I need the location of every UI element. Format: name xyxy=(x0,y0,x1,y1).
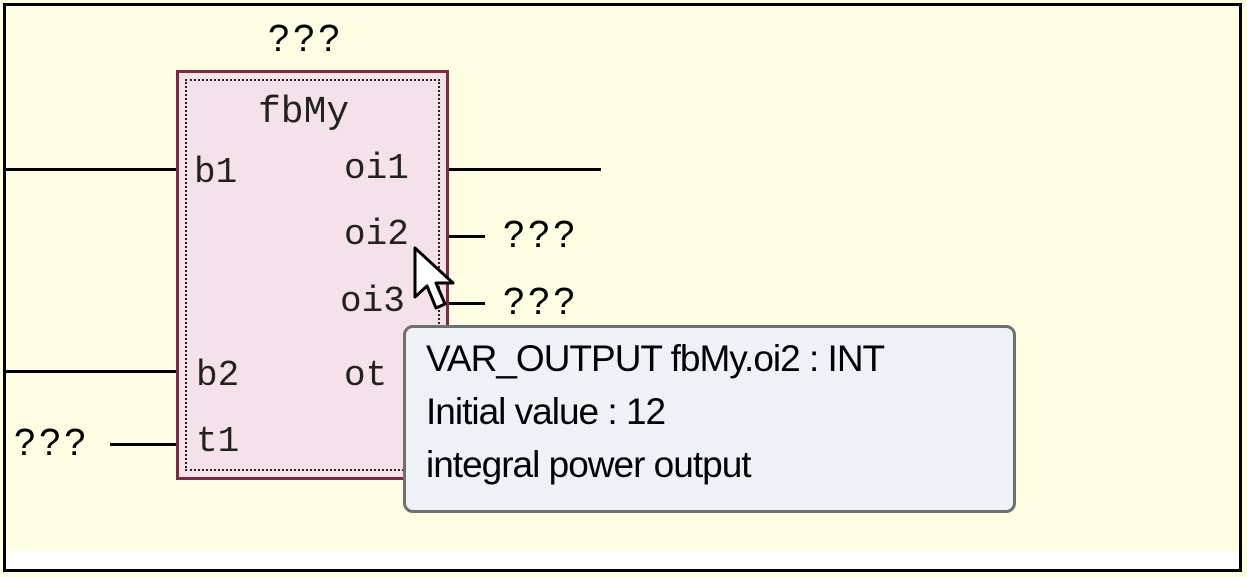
variable-tooltip: VAR_OUTPUT fbMy.oi2 : INT Initial value … xyxy=(403,325,1016,513)
wire-oi1[interactable] xyxy=(449,168,601,171)
arrow-pointer-icon xyxy=(413,246,455,310)
tooltip-declaration: VAR_OUTPUT fbMy.oi2 : INT xyxy=(426,338,885,379)
output-pin-oi3[interactable]: oi3 xyxy=(340,281,405,322)
canvas-bottom-strip xyxy=(6,551,1239,569)
wire-b2[interactable] xyxy=(6,370,176,373)
t1-input-placeholder[interactable]: ??? xyxy=(14,422,90,464)
block-selection-outline xyxy=(185,79,440,471)
canvas-frame xyxy=(3,3,1242,572)
output-pin-oi1[interactable]: oi1 xyxy=(344,148,409,189)
oi3-output-placeholder[interactable]: ??? xyxy=(503,281,579,323)
input-pin-b2[interactable]: b2 xyxy=(196,355,240,396)
wire-oi2[interactable] xyxy=(449,235,485,238)
tooltip-comment: integral power output xyxy=(426,444,752,485)
output-pin-ot[interactable]: ot xyxy=(344,355,388,396)
input-pin-t1[interactable]: t1 xyxy=(196,421,240,462)
output-pin-oi2[interactable]: oi2 xyxy=(344,214,409,255)
tooltip-initial-value: Initial value : 12 xyxy=(426,391,666,432)
instance-name-placeholder[interactable]: ??? xyxy=(268,18,344,60)
wire-t1[interactable] xyxy=(110,443,176,446)
input-pin-b1[interactable]: b1 xyxy=(194,152,238,193)
wire-b1[interactable] xyxy=(6,168,176,171)
block-type-name: fbMy xyxy=(258,91,350,134)
wire-oi3[interactable] xyxy=(449,302,485,305)
oi2-output-placeholder[interactable]: ??? xyxy=(503,214,579,256)
